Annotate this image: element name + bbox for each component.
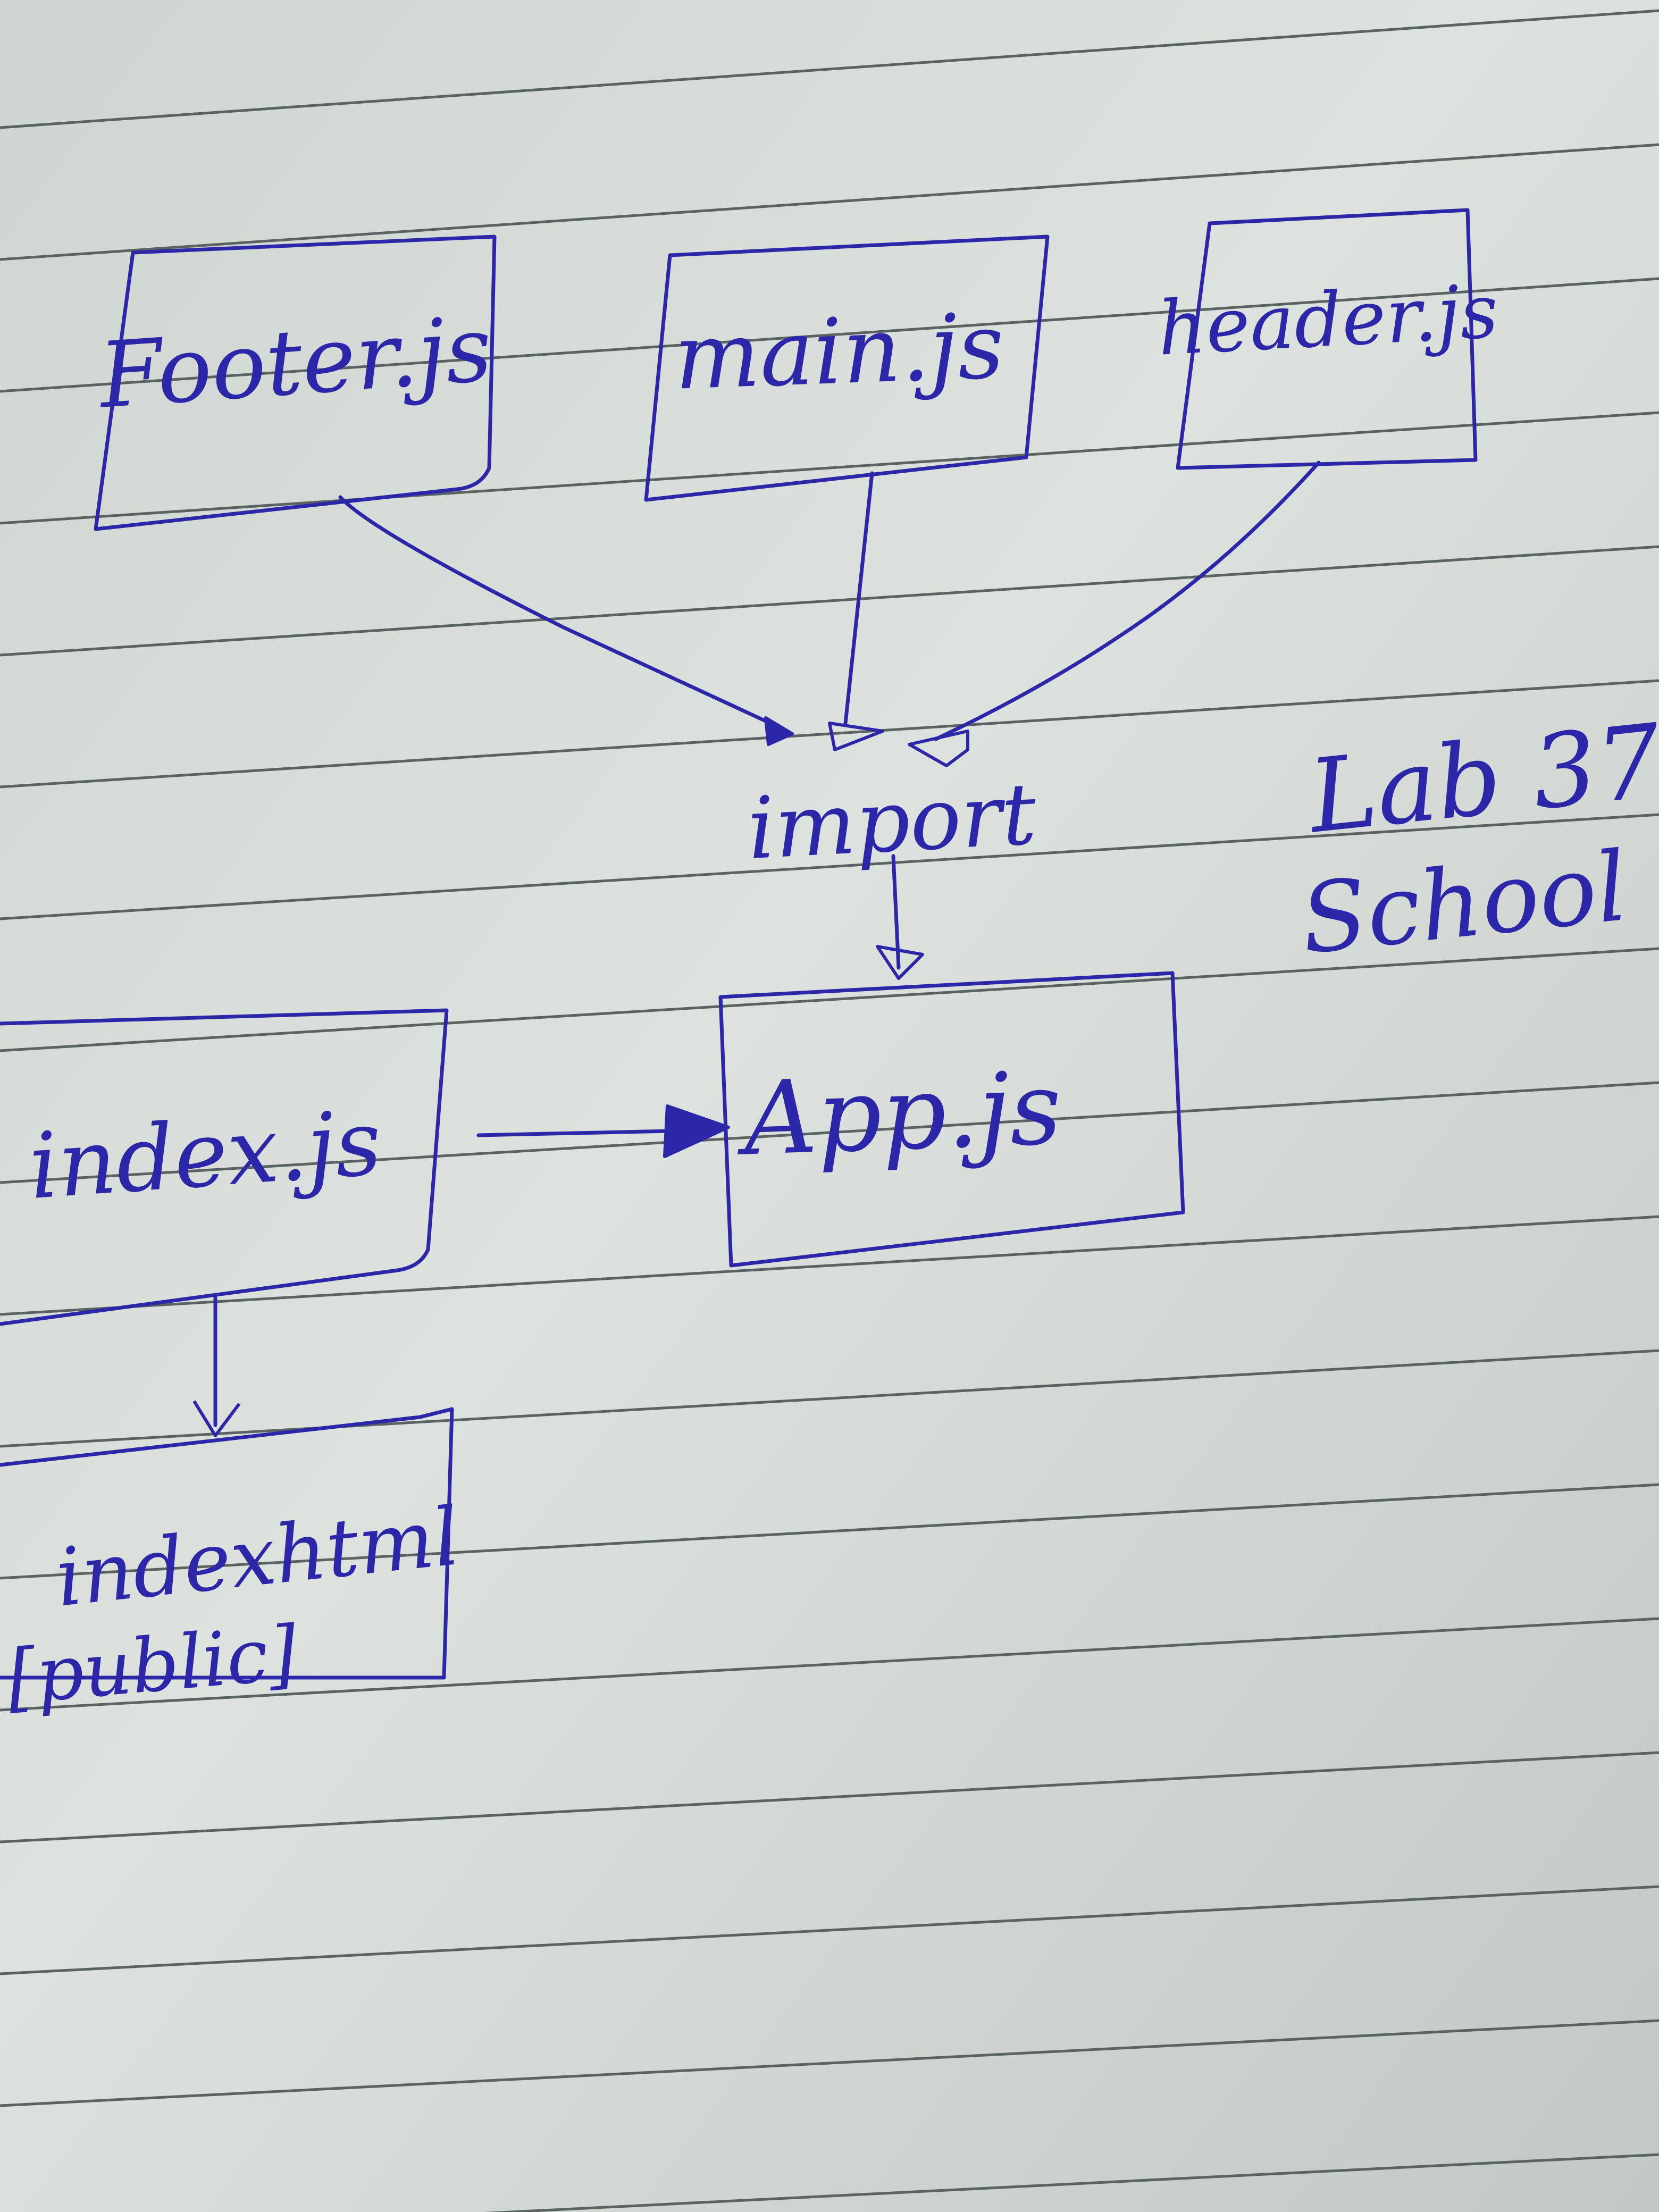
- rule-line: [0, 2019, 1659, 2107]
- rule-line: [0, 143, 1659, 261]
- rule-line: [0, 679, 1659, 789]
- index-html-box: [0, 1407, 454, 1680]
- edge-main-to-import: [843, 471, 874, 725]
- edge-footer-to-import: [338, 495, 784, 731]
- rule-line: [0, 545, 1659, 657]
- rule-line: [0, 1617, 1659, 1712]
- arrowhead-app: [876, 945, 924, 980]
- app-box: [718, 971, 1185, 1268]
- rule-line: [0, 9, 1659, 129]
- app-label: App.js: [734, 1050, 1063, 1178]
- rule-line: [483, 2153, 1659, 2212]
- arrowhead-header: [908, 730, 969, 767]
- rule-line: [0, 1349, 1659, 1448]
- main-box: [644, 234, 1050, 502]
- arrowhead-footer: [764, 716, 794, 746]
- rule-line: [0, 813, 1659, 920]
- rule-line: [0, 1483, 1659, 1580]
- rule-line: [0, 947, 1659, 1052]
- arrowhead-index-html: [192, 1400, 241, 1437]
- rule-line: [0, 1751, 1659, 1844]
- header-label: header.js: [1156, 268, 1501, 372]
- header-box: [1176, 208, 1478, 470]
- rule-line: [0, 1081, 1659, 1184]
- footer-box: [94, 234, 497, 531]
- arrowhead-index-js: [663, 1104, 730, 1158]
- index-js-label: index.js: [26, 1090, 384, 1220]
- import-label: import: [745, 764, 1038, 878]
- edge-header-to-import: [934, 460, 1321, 741]
- ruled-lines: [0, 9, 1659, 2212]
- index-js-box: [0, 1008, 449, 1326]
- rule-line: [0, 1885, 1659, 1975]
- rule-line: [0, 411, 1659, 525]
- main-label: main.js: [673, 294, 1006, 410]
- rule-line: [0, 1215, 1659, 1316]
- arrowheads: [192, 716, 969, 1437]
- arrowhead-main: [828, 722, 884, 751]
- rule-line: [0, 277, 1659, 393]
